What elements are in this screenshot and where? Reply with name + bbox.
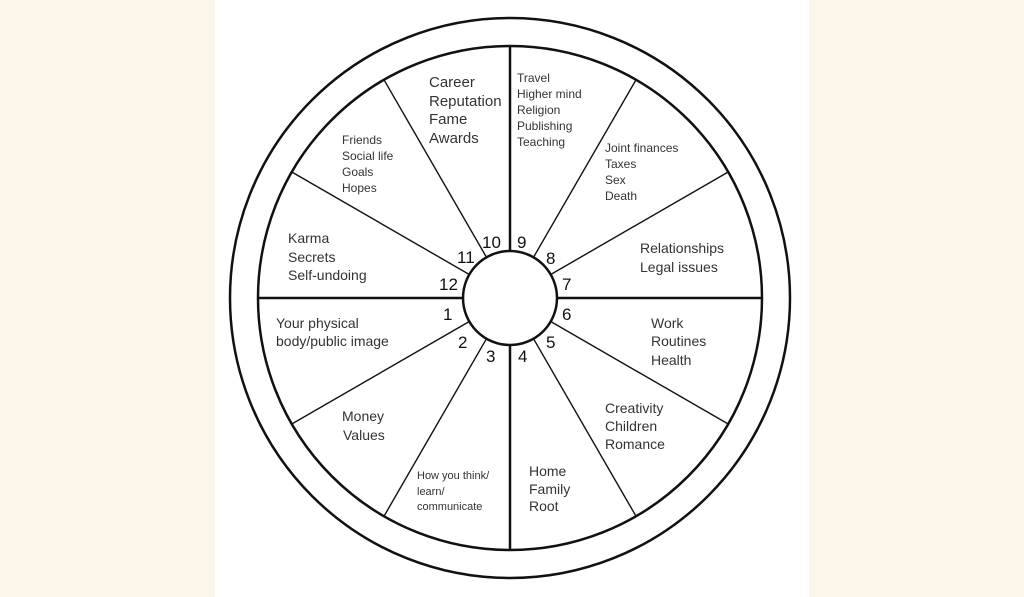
house-9-label: Travel Higher mind Religion Publishing T… [517, 71, 582, 149]
spoke-5-6 [550, 320, 729, 425]
house-number: 6 [562, 305, 571, 324]
house-10-label: Career Reputation Fame Awards [429, 74, 502, 147]
spoke-4-5 [532, 338, 637, 517]
svg-text:Children: Children [605, 418, 657, 434]
svg-text:Romance: Romance [605, 436, 665, 452]
svg-text:Religion: Religion [517, 103, 560, 117]
house-numbers: 1 2 3 4 5 6 7 8 9 10 11 12 [439, 233, 571, 366]
svg-text:Creativity: Creativity [605, 400, 663, 416]
svg-text:Home: Home [529, 463, 567, 479]
svg-text:Self-undoing: Self-undoing [288, 267, 367, 283]
svg-text:Work: Work [651, 315, 684, 331]
svg-text:Awards: Awards [429, 130, 479, 147]
svg-text:Taxes: Taxes [605, 157, 636, 171]
house-8-label: Joint finances Taxes Sex Death [605, 141, 678, 203]
svg-text:Sex: Sex [605, 173, 626, 187]
svg-text:Joint finances: Joint finances [605, 141, 678, 155]
house-12-label: Karma Secrets Self-undoing [288, 230, 367, 283]
svg-text:Karma: Karma [288, 230, 329, 246]
svg-text:learn/: learn/ [417, 486, 445, 498]
house-1-label: Your physical body/public image [276, 315, 389, 349]
svg-text:Publishing: Publishing [517, 119, 572, 133]
house-number: 11 [457, 248, 475, 267]
spoke-1-2 [291, 320, 470, 425]
svg-text:How you think/: How you think/ [417, 470, 490, 482]
spoke-10-11 [383, 79, 488, 258]
svg-text:Goals: Goals [342, 165, 373, 179]
svg-text:communicate: communicate [417, 501, 482, 513]
spoke-8-9 [532, 79, 637, 258]
svg-text:Travel: Travel [517, 71, 550, 85]
svg-text:Fame: Fame [429, 111, 467, 128]
house-number: 1 [443, 305, 452, 324]
svg-text:Relationships: Relationships [640, 240, 724, 256]
svg-text:Secrets: Secrets [288, 249, 335, 265]
svg-text:Values: Values [343, 427, 385, 443]
house-number: 9 [517, 233, 526, 252]
house-number: 4 [518, 347, 527, 366]
spoke-7-8 [550, 171, 729, 276]
house-number: 2 [458, 333, 467, 352]
svg-text:Money: Money [342, 408, 384, 424]
spoke-11-12 [291, 171, 470, 276]
svg-text:Death: Death [605, 189, 637, 203]
secondary-spokes [291, 79, 729, 517]
house-number: 5 [546, 333, 555, 352]
house-4-label: Home Family Root [529, 463, 570, 514]
house-2-label: Money Values [342, 408, 385, 443]
svg-text:body/public image: body/public image [276, 333, 389, 349]
svg-text:Family: Family [529, 481, 570, 497]
spoke-2-3 [383, 338, 488, 517]
house-number: 10 [482, 233, 501, 252]
svg-text:Teaching: Teaching [517, 135, 565, 149]
svg-text:Routines: Routines [651, 333, 706, 349]
svg-text:Your physical: Your physical [276, 315, 359, 331]
house-3-label: How you think/ learn/ communicate [417, 470, 490, 513]
outer-ring [228, 16, 792, 580]
svg-text:Health: Health [651, 352, 691, 368]
svg-text:Friends: Friends [342, 133, 382, 147]
house-6-label: Work Routines Health [651, 315, 706, 368]
house-11-label: Friends Social life Goals Hopes [342, 133, 394, 195]
svg-text:Social life: Social life [342, 149, 394, 163]
house-5-label: Creativity Children Romance [605, 400, 665, 452]
house-number: 8 [546, 249, 555, 268]
svg-text:Root: Root [529, 498, 559, 514]
center-hub [461, 249, 559, 347]
house-number: 7 [562, 275, 571, 294]
svg-text:Hopes: Hopes [342, 181, 377, 195]
svg-text:Reputation: Reputation [429, 93, 502, 110]
svg-text:Higher mind: Higher mind [517, 87, 582, 101]
svg-text:Legal issues: Legal issues [640, 259, 718, 275]
house-7-label: Relationships Legal issues [640, 240, 724, 275]
svg-text:Career: Career [429, 74, 475, 91]
house-number: 3 [486, 347, 495, 366]
house-number: 12 [439, 275, 458, 294]
